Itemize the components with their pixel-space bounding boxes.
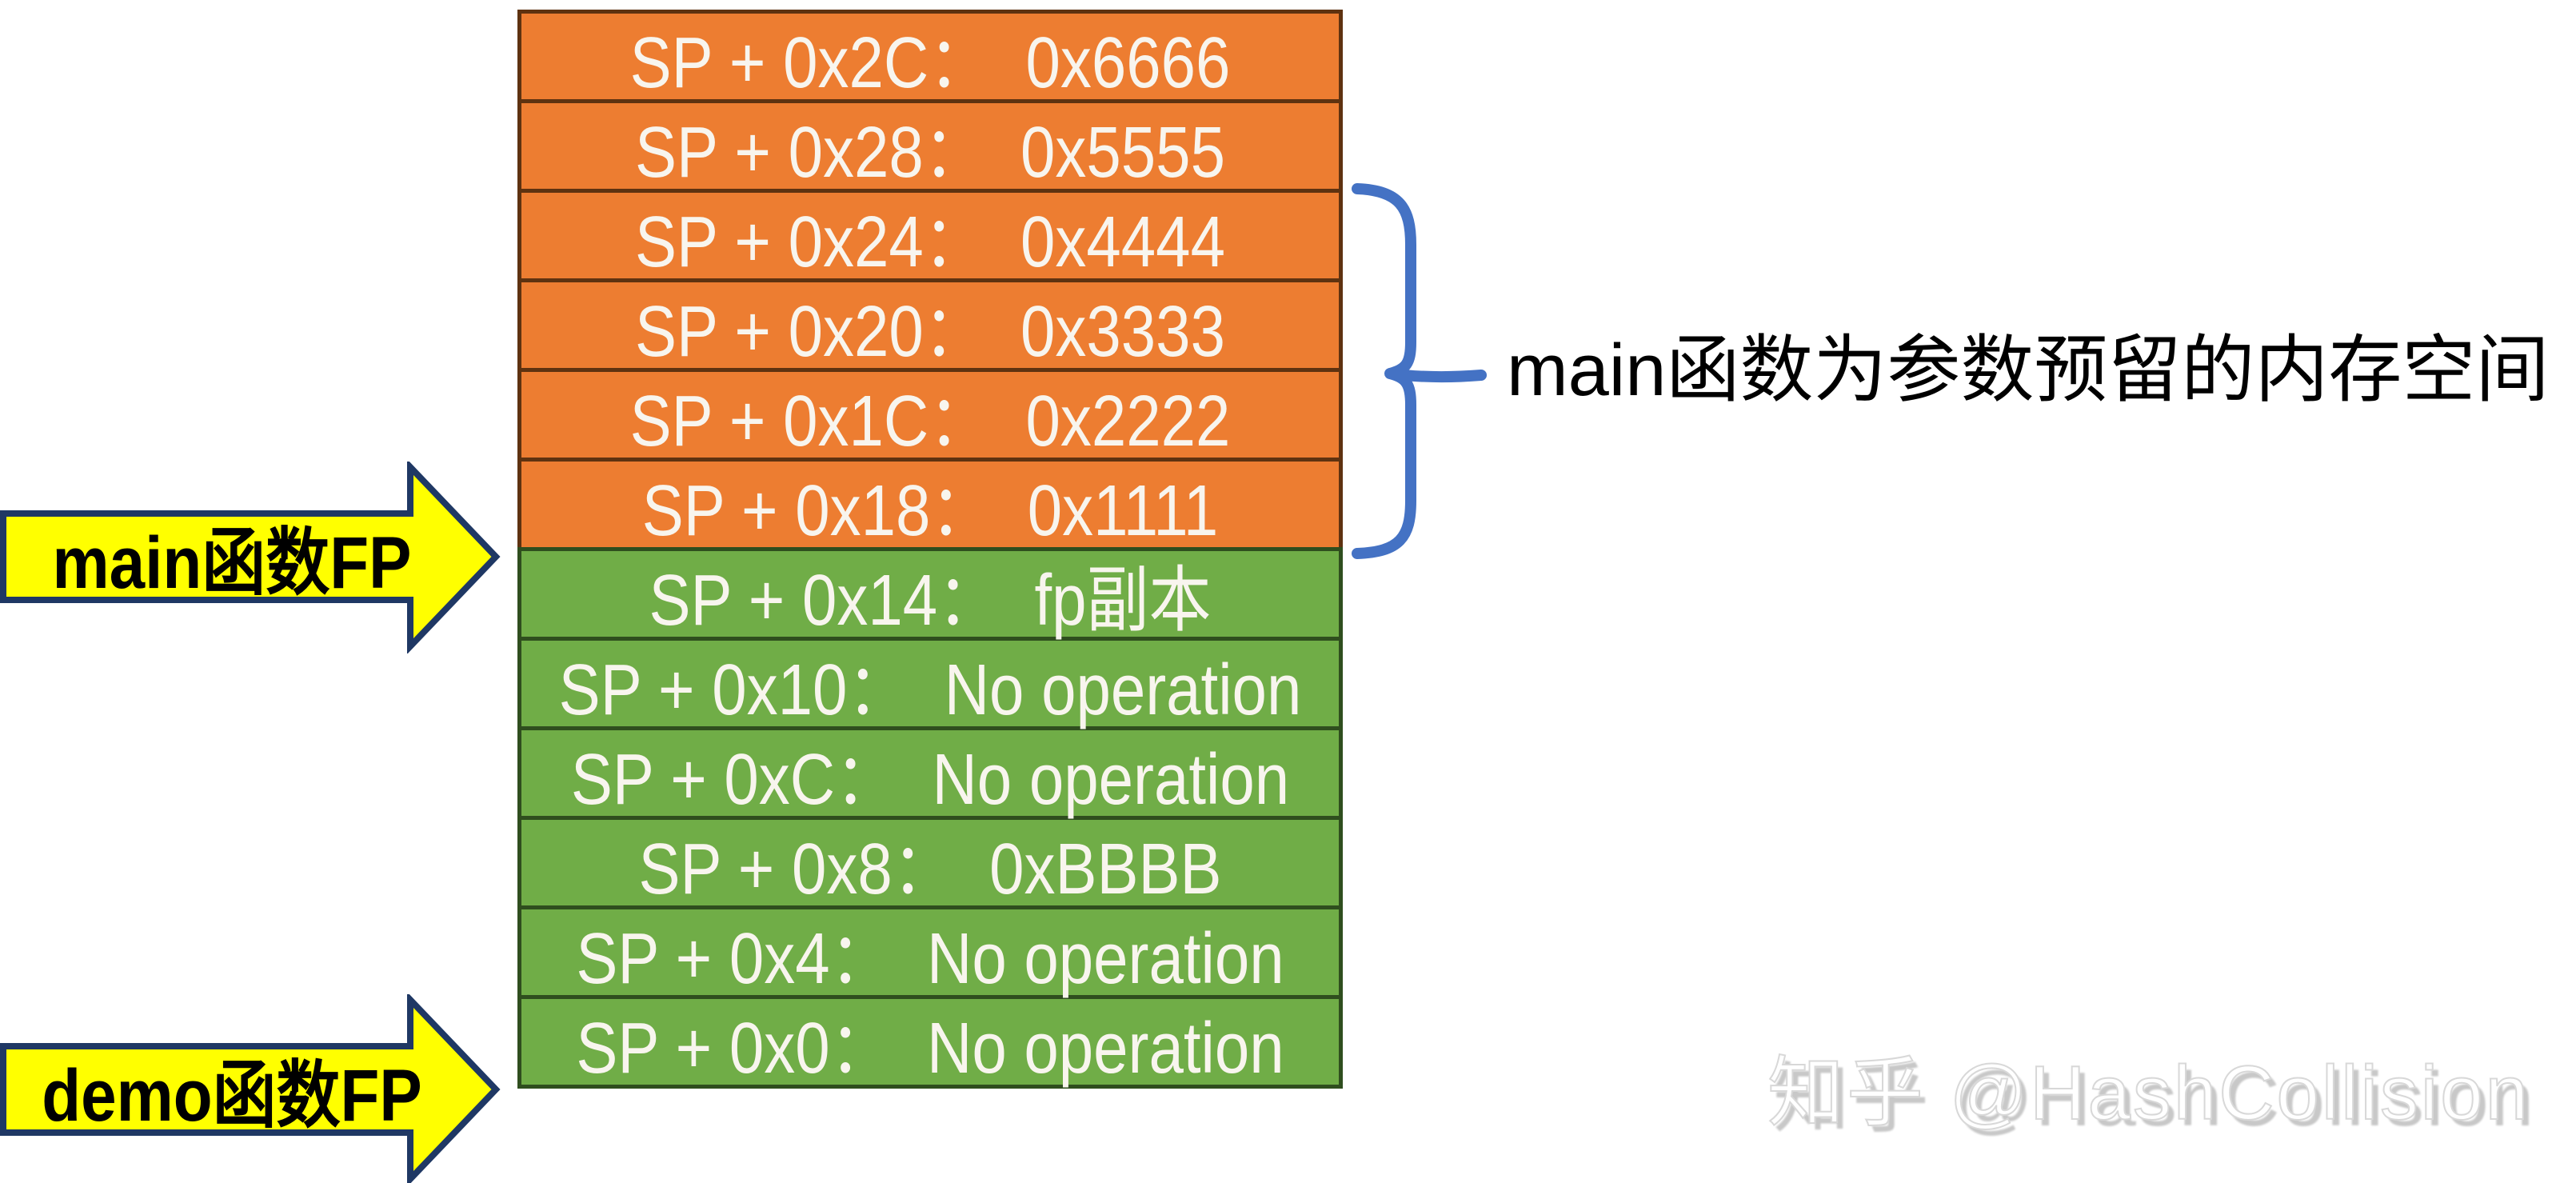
stack-row-text: SP + 0x14： fp副本 bbox=[649, 558, 1212, 640]
stack-row: SP + 0x8： 0xBBBB bbox=[517, 816, 1343, 909]
stack-row: SP + 0x18： 0x1111 bbox=[517, 458, 1343, 551]
main-fp-label: main函数FP bbox=[53, 514, 412, 603]
stack-row-text: SP + 0x4： No operation bbox=[576, 917, 1284, 998]
demo-fp-arrow-right-icon bbox=[0, 994, 501, 1183]
stack-row: SP + 0x2C： 0x6666 bbox=[517, 10, 1343, 103]
stack-row: SP + 0x4： No operation bbox=[517, 905, 1343, 999]
stack-row: SP + 0x20： 0x3333 bbox=[517, 278, 1343, 372]
stack-row-text: SP + 0x20： 0x3333 bbox=[635, 290, 1225, 371]
stack-row: SP + 0xC： No operation bbox=[517, 726, 1343, 820]
stack-row-text: SP + 0x10： No operation bbox=[558, 648, 1302, 729]
demo-fp-label-text: demo函数FP bbox=[42, 1054, 422, 1137]
curly-brace-icon bbox=[1352, 183, 1487, 559]
watermark-text: 知乎 @HashCollision bbox=[1767, 1049, 2531, 1137]
stack-row-text: SP + 0x1C： 0x2222 bbox=[629, 379, 1231, 461]
stack-row-text: SP + 0x18： 0x1111 bbox=[641, 469, 1219, 550]
stack-row: SP + 0x28： 0x5555 bbox=[517, 99, 1343, 193]
stack-row-text: SP + 0x8： 0xBBBB bbox=[638, 827, 1222, 909]
main-fp-label-text: main函数FP bbox=[52, 522, 412, 604]
stack-row: SP + 0x1C： 0x2222 bbox=[517, 368, 1343, 462]
demo-fp-label: demo函数FP bbox=[42, 1046, 422, 1136]
stack-row-text: SP + 0x28： 0x5555 bbox=[635, 110, 1225, 192]
stack-row: SP + 0x0： No operation bbox=[517, 995, 1343, 1089]
stack-row-text: SP + 0xC： No operation bbox=[570, 737, 1290, 819]
stack-table: SP + 0x2C： 0x6666 SP + 0x28： 0x5555 SP +… bbox=[517, 10, 1343, 1089]
stack-row-text: SP + 0x2C： 0x6666 bbox=[629, 21, 1231, 102]
brace-annotation-text: main函数为参数预留的内存空间 bbox=[1507, 330, 2550, 411]
stack-row: SP + 0x14： fp副本 bbox=[517, 547, 1343, 641]
main-fp-arrow-right-icon bbox=[0, 462, 501, 653]
stack-row-text: SP + 0x24： 0x4444 bbox=[635, 200, 1225, 282]
stack-row-text: SP + 0x0： No operation bbox=[576, 1006, 1284, 1088]
stack-row: SP + 0x24： 0x4444 bbox=[517, 189, 1343, 282]
stack-row: SP + 0x10： No operation bbox=[517, 637, 1343, 730]
